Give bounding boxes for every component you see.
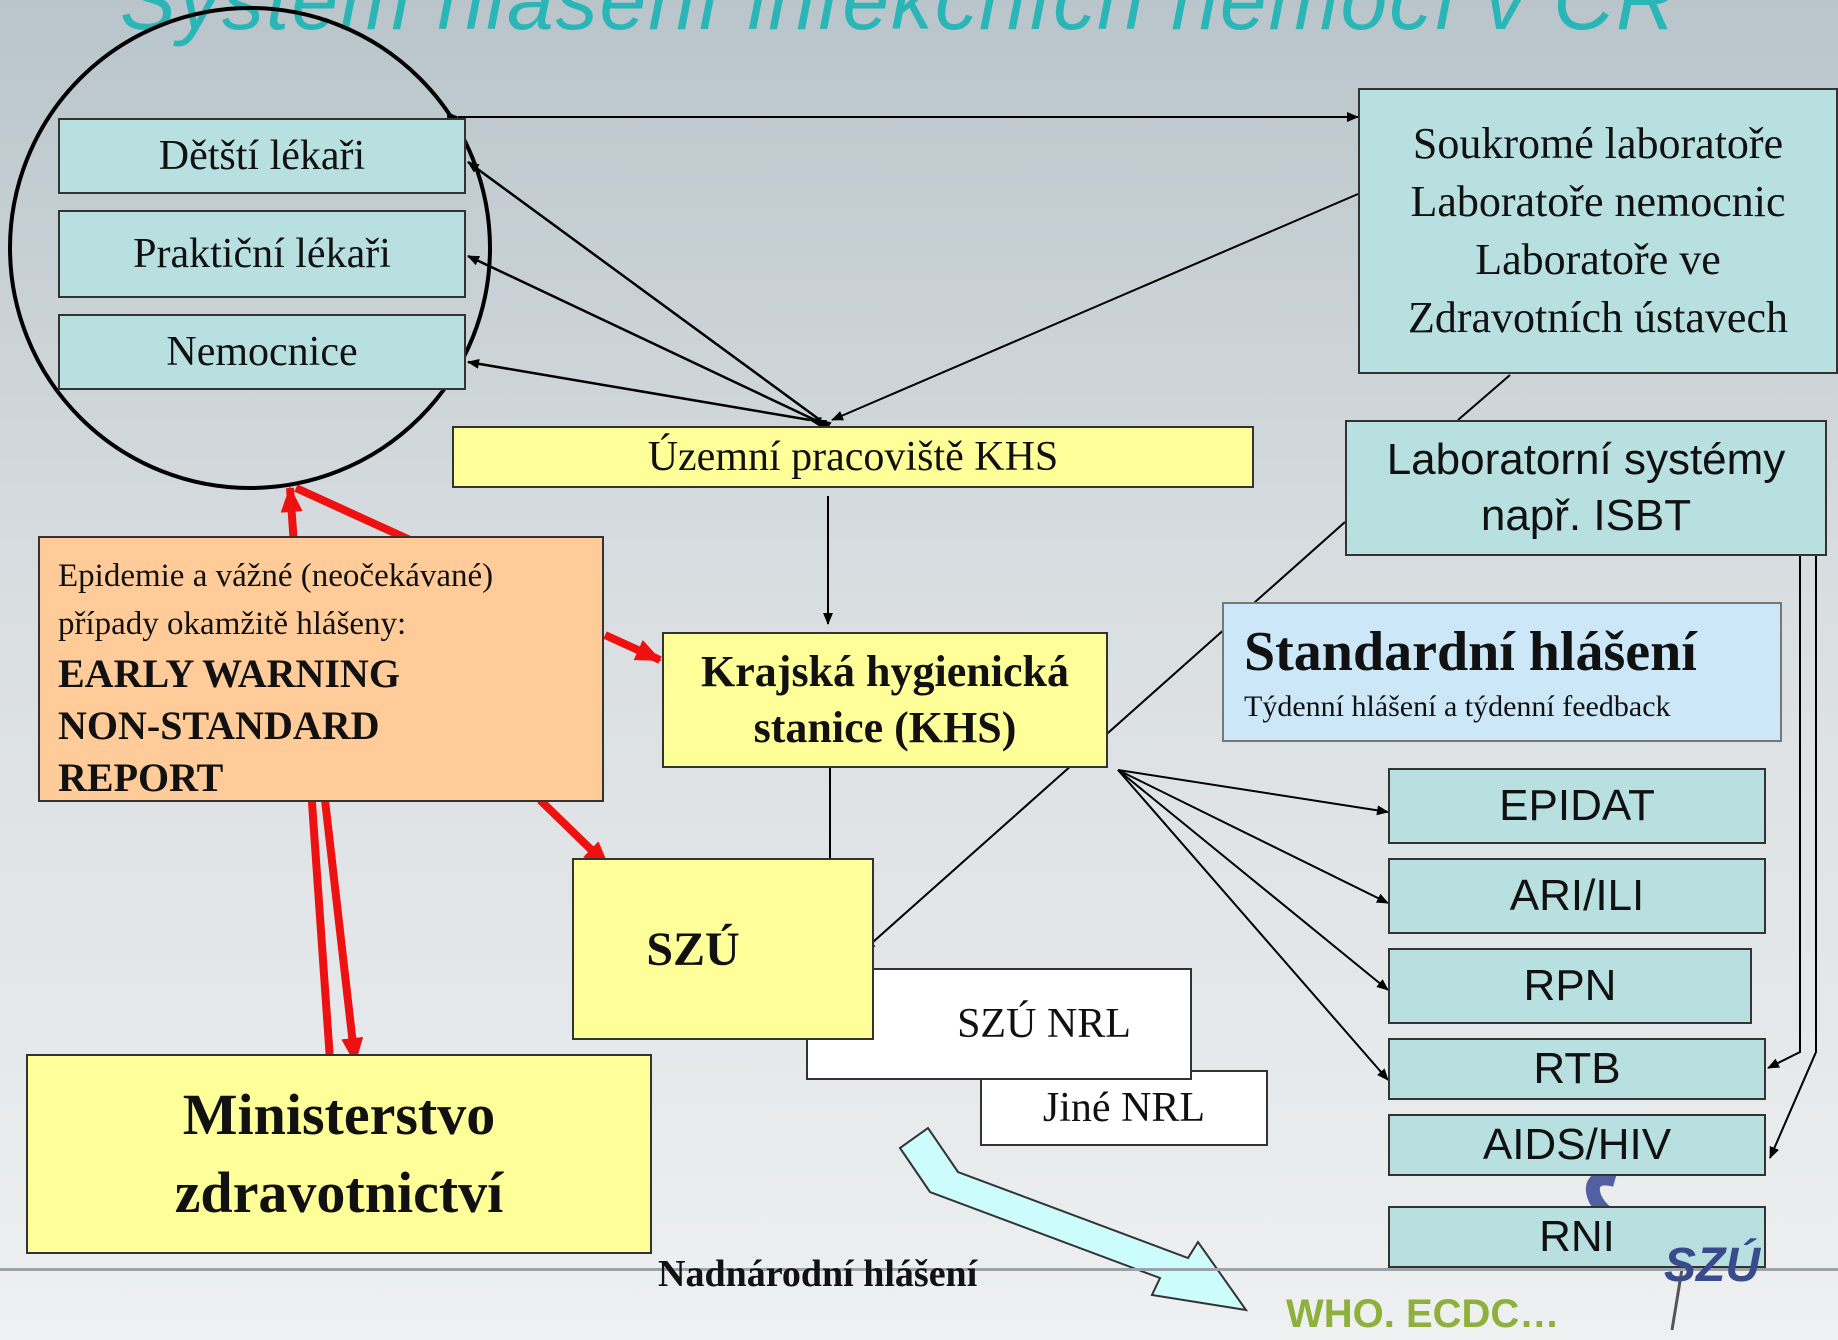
lab-systems-line2: např. ISBT — [1480, 491, 1692, 540]
registry-aids-label: AIDS/HIV — [1482, 1120, 1672, 1169]
registry-rtb: RTB — [1388, 1038, 1766, 1100]
standard-subtitle: Týdenní hlášení a týdenní feedback — [1244, 690, 1671, 723]
labs-line1: Soukromé laboratoře — [1412, 119, 1784, 168]
ministry-line2: zdravotnictví — [174, 1160, 504, 1225]
khs-line2: stanice (KHS) — [753, 703, 1017, 752]
box-other-nrl: Jiné NRL — [980, 1070, 1268, 1146]
early-warning-line1: Epidemie a vážné (neočekávané) — [58, 558, 494, 594]
arrow-labsystems-aids — [1769, 554, 1817, 1159]
arrow-ter-gps — [467, 254, 828, 430]
early-warning-bold3: REPORT — [58, 755, 224, 800]
early-warning-line2: případy okamžitě hlášeny: — [58, 606, 407, 642]
box-early-warning: Epidemie a vážné (neočekávané) případy o… — [38, 536, 604, 802]
box-szu-nrl: SZÚ NRL — [806, 968, 1192, 1080]
labs-line2: Laboratoře nemocnic — [1410, 177, 1786, 226]
registry-ari: ARI/ILI — [1388, 858, 1766, 934]
footer-divider — [0, 1268, 1838, 1271]
box-pediatricians: Dětští lékaři — [58, 118, 466, 194]
khs-line1: Krajská hygienická — [701, 647, 1069, 696]
pediatricians-label: Dětští lékaři — [158, 133, 366, 179]
territorial-label: Územní pracoviště KHS — [647, 434, 1059, 480]
box-territorial: Územní pracoviště KHS — [452, 426, 1254, 488]
arrow-labs-territorial — [831, 193, 1359, 421]
box-gps: Praktiční lékaři — [58, 210, 466, 298]
szu-label: SZÚ — [646, 922, 740, 976]
arrow-ter-hospitals — [467, 358, 822, 427]
arrow-khs-rtb — [1117, 769, 1389, 1081]
slide-title: Systém hlášení infekčních nemocí v ČR — [120, 0, 1679, 47]
registry-rni-label: RNI — [1539, 1212, 1615, 1261]
hospitals-label: Nemocnice — [166, 329, 358, 375]
registry-epidat-label: EPIDAT — [1499, 781, 1655, 830]
labs-line3: Laboratoře ve — [1475, 235, 1721, 284]
red-arrow-to-khs — [603, 631, 662, 664]
red-arrow-to-szu — [537, 797, 611, 869]
other-nrl-label: Jiné NRL — [1042, 1085, 1206, 1131]
box-khs: Krajská hygienická stanice (KHS) — [662, 632, 1108, 768]
registry-rtb-label: RTB — [1533, 1044, 1621, 1093]
box-szu: SZÚ — [572, 858, 874, 1040]
szu-nrl-label: SZÚ NRL — [957, 1001, 1131, 1047]
supranational-arrow — [898, 1126, 1249, 1312]
labs-line4: Zdravotních ústavech — [1408, 293, 1788, 342]
registry-ari-label: ARI/ILI — [1509, 871, 1645, 920]
early-warning-bold2: NON-STANDARD — [58, 703, 380, 748]
who-ecdc-label: WHO. ECDC… — [1286, 1292, 1560, 1336]
box-standard: Standardní hlášení Týdenní hlášení a týd… — [1222, 602, 1782, 742]
red-arrow-to-ministry — [321, 799, 364, 1064]
registry-aids: AIDS/HIV — [1388, 1114, 1766, 1176]
box-lab-systems: Laboratorní systémy např. ISBT — [1345, 420, 1827, 556]
arrow-ter-pediatricians — [467, 160, 832, 431]
registry-rpn: RPN — [1388, 948, 1752, 1024]
box-hospitals: Nemocnice — [58, 314, 466, 390]
registry-epidat: EPIDAT — [1388, 768, 1766, 844]
arrow-khs-epidat — [1117, 769, 1389, 816]
registry-rni: RNI — [1388, 1206, 1766, 1268]
early-warning-bold1: EARLY WARNING — [58, 651, 400, 696]
szu-logo: SZÚ — [1664, 1239, 1760, 1292]
line-labs-labsystems — [1457, 374, 1511, 421]
gps-label: Praktiční lékaři — [133, 231, 391, 277]
arrow-khs-ari — [1117, 769, 1389, 904]
standard-title: Standardní hlášení — [1244, 621, 1697, 683]
box-labs: Soukromé laboratoře Laboratoře nemocnic … — [1358, 88, 1838, 374]
registry-rpn-label: RPN — [1523, 961, 1617, 1010]
arrow-khs-rpn — [1117, 769, 1389, 991]
red-arrow-to-circle-2 — [294, 484, 412, 544]
box-ministry: Ministerstvo zdravotnictví — [26, 1054, 652, 1254]
supranational-label: Nadnárodní hlášení — [658, 1253, 978, 1295]
lab-systems-line1: Laboratorní systémy — [1386, 435, 1786, 484]
ministry-line1: Ministerstvo — [182, 1082, 496, 1147]
